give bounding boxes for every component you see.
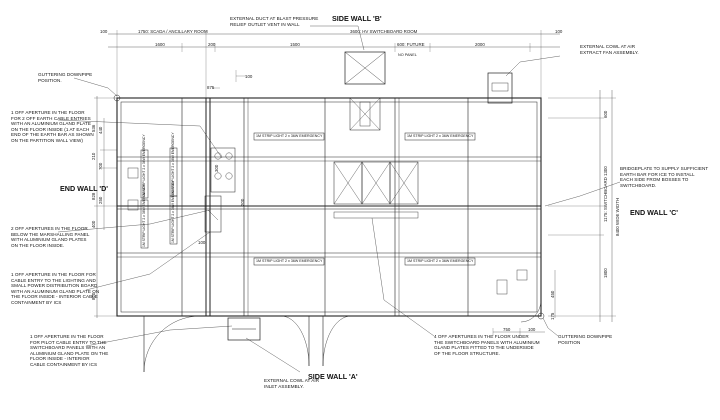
note-pilot-cable: 1 OFF APERTURE IN THE FLOOR FOR PILOT CA… — [30, 334, 109, 367]
dim-1300: 1300 — [603, 166, 608, 176]
dim-210: 210 — [91, 152, 96, 160]
inner-wall — [120, 101, 538, 313]
dim-100-left: 100 — [100, 29, 108, 34]
light-label-vertical: 1M STRIP LIGHT 2 x 36W EMERGENCY — [171, 132, 175, 195]
dim-440: 440 — [98, 126, 103, 134]
light-fitting — [253, 257, 325, 266]
dim-700: 700 — [98, 162, 103, 170]
dim-hv-room: 3600: HV SWITCHBOARD ROOM — [350, 29, 418, 34]
side-wall-b-label: SIDE WALL 'B' — [332, 14, 382, 23]
end-wall-d-label: END WALL 'D' — [60, 184, 109, 193]
dim-scada-room: 1750: SCADA / ANCILLARY ROOM — [138, 29, 208, 34]
note-blast-duct: EXTERNAL DUCT AT BLAST PRESSURE RELIEF O… — [230, 16, 319, 27]
dim-828: 828 — [91, 192, 96, 200]
distribution-board — [204, 195, 222, 233]
leader-line — [542, 317, 559, 337]
leader-line — [57, 119, 223, 159]
dim-200: 200 — [208, 42, 216, 47]
dim-200-inner: 200 — [240, 198, 245, 206]
dim-1600: 1600 — [155, 42, 165, 47]
light-label: 1M STRIP LIGHT 2 x 36W EMERGENCY — [256, 134, 323, 138]
dim-100-bottom: 100 — [528, 327, 536, 332]
door-swing — [520, 299, 542, 323]
dim-no-panel: NO PANEL — [398, 53, 417, 57]
light-fitting — [404, 132, 476, 141]
door-swing — [143, 315, 201, 373]
dim-100-right: 100 — [555, 29, 563, 34]
end-wall-c-label: END WALL 'C' — [630, 208, 679, 217]
note-marshalling: 2 OFF APERTURES IN THE FLOOR BELOW THE M… — [11, 226, 90, 248]
dim-450: 450 — [550, 290, 555, 298]
light-label: 1M STRIP LIGHT 2 x 36W EMERGENCY — [256, 259, 323, 263]
leader-line — [505, 55, 561, 77]
leader-line — [310, 25, 365, 51]
note-extract-cowl: EXTERNAL COWL AT AIR EXTRACT FAN ASSEMBL… — [580, 44, 639, 55]
leader-line — [73, 77, 118, 97]
note-switchboard-apertures: 4 OFF APERTURES IN THE FLOOR UNDER THE S… — [434, 334, 540, 356]
leader-line — [371, 217, 435, 337]
dim-875: 875 — [207, 85, 215, 90]
light-fitting — [404, 257, 476, 266]
dim-300: 300 — [214, 164, 219, 172]
dim-switchboard: 1175: SWITCHBOARD — [603, 177, 608, 222]
outer-wall — [116, 97, 542, 317]
light-fitting — [253, 132, 325, 141]
leader-line — [85, 325, 233, 347]
light-label: 1M STRIP LIGHT 2 x 36W EMERGENCY — [407, 259, 474, 263]
note-gutter-bottom-right: GUTTERING DOWNPIPE POSITION — [558, 334, 613, 345]
dim-overall-width: 8400 WIDE WIDTH — [615, 197, 620, 236]
note-bridgeplate: BRIDGEPLATE TO SUPPLY SUFFICIENT EARTH B… — [620, 166, 709, 188]
dim-600-future: 600: FUTURE — [397, 42, 425, 47]
dim-2000: 2000 — [475, 42, 485, 47]
dim-400: 400 — [91, 220, 96, 228]
dim-1800: 1800 — [603, 268, 608, 278]
note-cable-entry: 1 OFF APERTURE IN THE FLOOR FOR CABLE EN… — [11, 272, 100, 305]
leader-line — [57, 209, 211, 233]
light-fitting — [169, 147, 178, 197]
extract-fan — [487, 72, 513, 104]
dim-1500: 1500 — [290, 42, 300, 47]
marshalling-panel — [210, 147, 236, 193]
dim-175: 175 — [550, 312, 555, 320]
light-fitting — [140, 149, 149, 199]
side-wall-a-label: SIDE WALL 'A' — [308, 372, 358, 381]
dim-100-inner: 100 — [198, 240, 206, 245]
leader-line — [544, 181, 621, 207]
dim-100-sub: 100 — [245, 74, 253, 79]
inlet-cowl — [227, 317, 261, 341]
light-label-vertical: 1M STRIP LIGHT 2 x 36W EMERGENCY — [142, 184, 146, 247]
dim-250: 250 — [98, 196, 103, 204]
light-label: 1M STRIP LIGHT 2 x 36W EMERGENCY — [407, 134, 474, 138]
door-swing — [322, 315, 352, 367]
door-swing — [280, 315, 310, 367]
note-inlet-cowl: EXTERNAL COWL AT AIR INLET ASSEMBLY. — [264, 378, 320, 389]
note-earth-cable: 1 OFF APERTURE IN THE FLOOR FOR 2 OFF EA… — [11, 110, 94, 143]
leader-line — [245, 337, 301, 373]
dim-750: 750 — [503, 327, 511, 332]
dim-600: 600 — [603, 110, 608, 118]
blast-vent — [344, 51, 386, 85]
switchboard-panel — [389, 161, 419, 205]
note-gutter-top-left: GUTTERING DOWNPIPE POSITION. — [38, 72, 93, 83]
leader-line — [85, 231, 211, 291]
